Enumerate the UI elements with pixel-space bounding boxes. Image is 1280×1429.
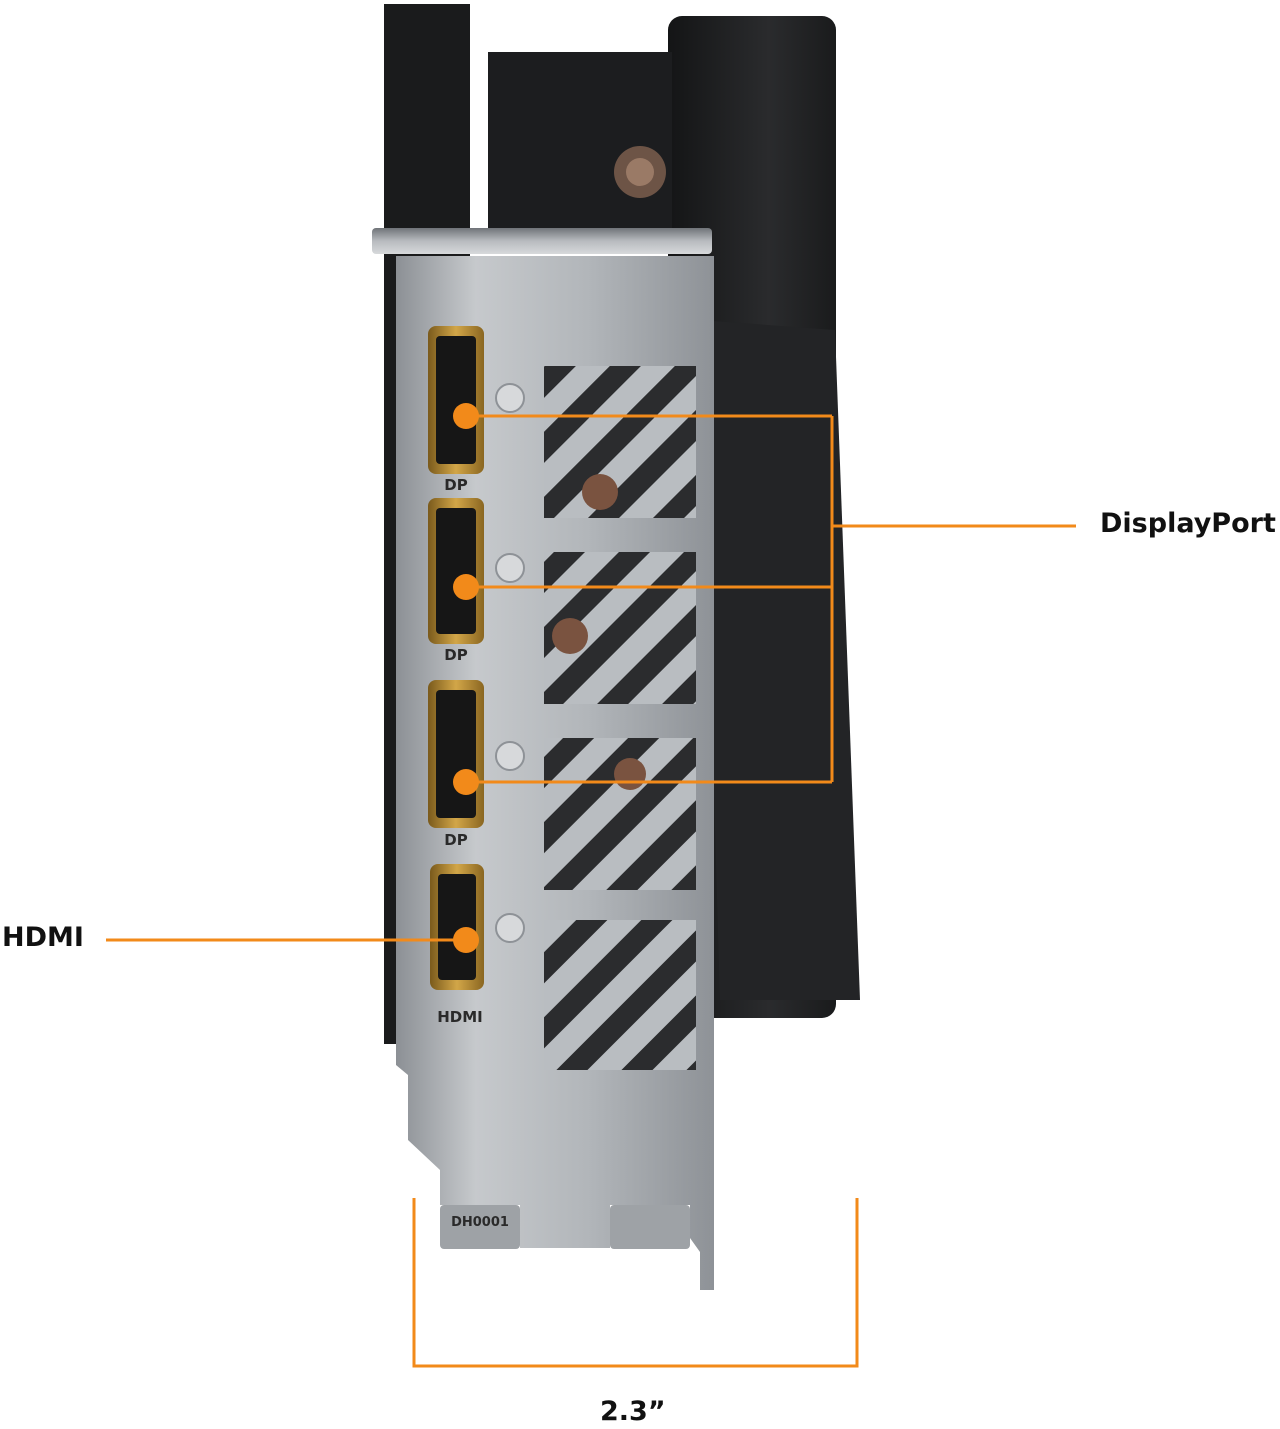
io-bracket (372, 228, 714, 1290)
hdmi-port (430, 864, 484, 990)
displayport-label: DisplayPort (1100, 508, 1276, 539)
tab-code-print: DH0001 (451, 1215, 509, 1230)
port-print-hdmi: HDMI (437, 1008, 483, 1026)
displayport-port-3 (428, 680, 484, 828)
hdmi-marker (453, 927, 479, 953)
displayport-marker-2 (453, 574, 479, 600)
displayport-marker-3 (453, 769, 479, 795)
port-print-dp-3: DP (444, 831, 467, 849)
displayport-port-1 (428, 326, 484, 474)
dimension-label: 2.3” (600, 1396, 666, 1427)
displayport-callout-lines (466, 414, 1076, 784)
displayport-port-2 (428, 498, 484, 644)
port-print-dp-2: DP (444, 646, 467, 664)
displayport-marker-1 (453, 403, 479, 429)
hdmi-label: HDMI (2, 922, 84, 953)
port-print-dp-1: DP (444, 476, 467, 494)
dimension-bracket (412, 1198, 859, 1368)
